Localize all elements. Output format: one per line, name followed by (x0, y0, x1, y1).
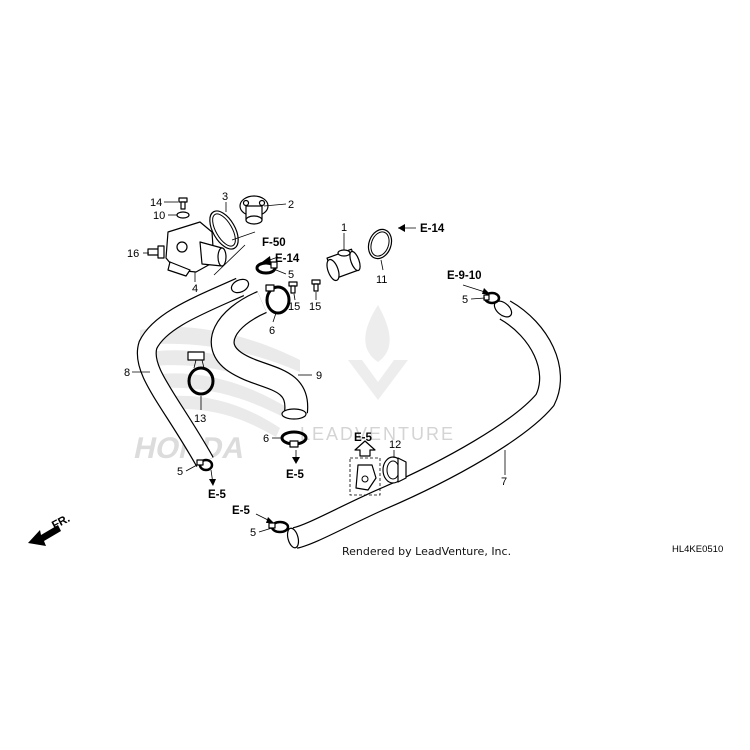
ref-label-e14-mid[interactable]: E-14 (275, 253, 300, 265)
hose-8[interactable] (136, 277, 251, 467)
bolt-14[interactable] (178, 197, 188, 210)
clamp-13[interactable] (187, 351, 215, 396)
o-ring-3[interactable] (204, 206, 244, 253)
part-label-15-left[interactable]: 15 (288, 301, 300, 313)
ref-label-f50[interactable]: F-50 (262, 237, 286, 249)
hose-7[interactable] (286, 298, 561, 549)
part-label-6-bottom[interactable]: 6 (263, 433, 269, 445)
front-direction-label: FR. (50, 513, 72, 532)
part-label-7[interactable]: 7 (501, 476, 507, 488)
ref-label-e5-mid[interactable]: E-5 (286, 469, 305, 481)
e5-detail-box (349, 440, 381, 496)
part-label-12[interactable]: 12 (389, 439, 401, 451)
part-label-8[interactable]: 8 (124, 367, 130, 379)
reference-labels: F-50 E-14 E-14 E-9-10 E-5 E-5 E-5 E-5 (208, 223, 482, 517)
part-label-10[interactable]: 10 (153, 210, 165, 222)
clamp-5-top[interactable] (255, 261, 278, 275)
bolt-16[interactable] (147, 245, 165, 259)
part-label-14[interactable]: 14 (150, 197, 162, 209)
leadventure-text-watermark: LEADVENTURE (300, 424, 455, 444)
washer-10[interactable] (176, 211, 190, 219)
thermostat-housing-4[interactable] (165, 221, 227, 277)
ref-label-e5-bottom[interactable]: E-5 (232, 505, 251, 517)
part-label-15-right[interactable]: 15 (309, 301, 321, 313)
ref-label-e14-top[interactable]: E-14 (420, 223, 445, 235)
part-label-2[interactable]: 2 (288, 199, 294, 211)
ref-label-e5-left[interactable]: E-5 (208, 489, 227, 501)
part-label-16[interactable]: 16 (127, 248, 139, 260)
bolt-15-left[interactable] (288, 281, 298, 294)
clamp-5-left-bottom[interactable] (196, 458, 214, 472)
clamp-6-bottom[interactable] (280, 430, 308, 448)
part-label-5-top[interactable]: 5 (288, 269, 294, 281)
part-label-5-bottom[interactable]: 5 (250, 527, 256, 539)
part-label-5-right[interactable]: 5 (462, 294, 468, 306)
hose-9[interactable] (210, 290, 309, 420)
bolt-15-right[interactable] (311, 279, 321, 292)
rendered-by-text: Rendered by LeadVenture, Inc. (342, 545, 511, 558)
clamp-5-right[interactable] (483, 291, 501, 305)
ref-label-e5-box[interactable]: E-5 (354, 432, 373, 444)
o-ring-11[interactable] (365, 226, 396, 262)
part-number-labels: 1 2 3 4 5 5 5 5 6 6 7 8 9 10 11 12 13 14… (124, 191, 507, 539)
clamp-6-top[interactable] (265, 284, 291, 315)
part-label-3[interactable]: 3 (222, 191, 228, 203)
part-label-1[interactable]: 1 (341, 222, 347, 234)
front-direction-arrow-icon (28, 525, 61, 546)
part-label-13[interactable]: 13 (194, 413, 206, 425)
part-label-11[interactable]: 11 (376, 274, 387, 286)
honda-wing-watermark (140, 326, 300, 437)
ref-label-e910[interactable]: E-9-10 (447, 270, 482, 282)
leader-lines (132, 201, 506, 533)
part-label-4[interactable]: 4 (192, 283, 198, 295)
diagram-code: HL4KE0510 (672, 544, 723, 555)
part-label-5-left[interactable]: 5 (177, 466, 183, 478)
water-joint-1[interactable] (325, 248, 363, 282)
thermostat-2[interactable] (239, 195, 269, 225)
clamp-12[interactable] (382, 456, 407, 484)
part-label-9[interactable]: 9 (316, 370, 322, 382)
reference-arrows (209, 224, 490, 523)
part-label-6-top[interactable]: 6 (269, 325, 275, 337)
leadventure-logo-watermark (348, 305, 408, 400)
clamp-5-bottom[interactable] (268, 520, 290, 534)
